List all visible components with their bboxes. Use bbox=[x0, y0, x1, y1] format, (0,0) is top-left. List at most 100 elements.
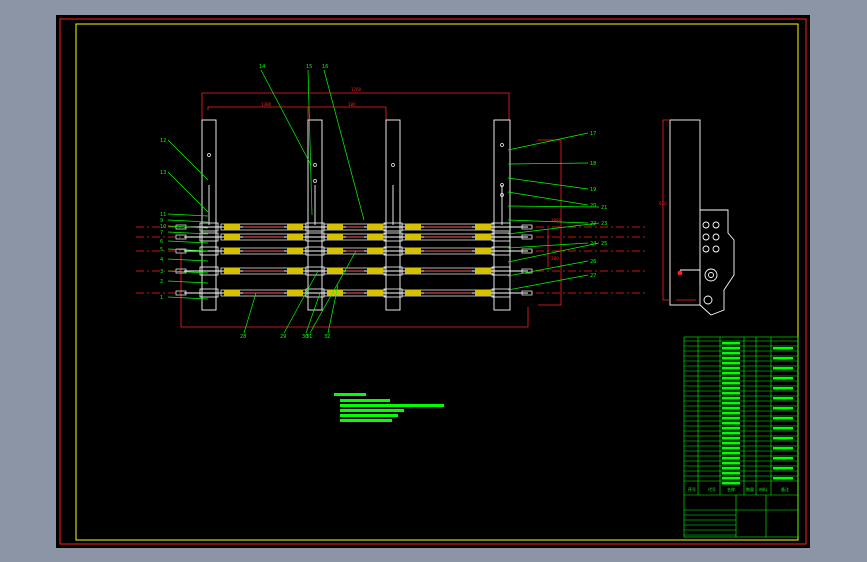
balloon-number: 15 bbox=[306, 64, 312, 70]
rod-end bbox=[175, 290, 187, 296]
table-text-block bbox=[773, 387, 793, 390]
dim-text: 1760 bbox=[351, 87, 362, 92]
insulator-hatch bbox=[224, 248, 240, 254]
table-text-block bbox=[722, 392, 740, 395]
insulator-hatch bbox=[405, 224, 421, 230]
insulator-hatch bbox=[224, 234, 240, 240]
balloon-number: 1 bbox=[160, 295, 163, 301]
balloon-number: 14 bbox=[259, 64, 265, 70]
leader-line bbox=[167, 139, 209, 181]
table-text-block bbox=[722, 407, 740, 410]
clamp bbox=[491, 288, 511, 298]
balloon-number: 24 bbox=[590, 241, 596, 247]
leader-line bbox=[167, 270, 209, 274]
clamp bbox=[199, 232, 219, 242]
parts-table bbox=[683, 336, 799, 538]
balloon-number: 22 bbox=[590, 221, 596, 227]
insulator-hatch bbox=[287, 290, 303, 296]
table-text-block bbox=[722, 397, 740, 400]
table-text-block bbox=[722, 342, 740, 345]
dim-text: 180 bbox=[348, 102, 356, 107]
balloon-number: 13 bbox=[160, 170, 166, 176]
insulator-hatch bbox=[224, 268, 240, 274]
insulator-hatch bbox=[327, 290, 343, 296]
table-header-cell: 数量 bbox=[746, 486, 754, 492]
table-header-cell: 备注 bbox=[781, 486, 789, 492]
clamp bbox=[199, 222, 219, 232]
clamp bbox=[199, 288, 219, 298]
table-text-block bbox=[722, 367, 740, 370]
table-text-block bbox=[722, 362, 740, 365]
clamp bbox=[491, 232, 511, 242]
clamp bbox=[383, 288, 403, 298]
table-text-block bbox=[722, 437, 740, 440]
leader-line bbox=[167, 296, 209, 300]
table-text-block bbox=[722, 452, 740, 455]
balloon-number: 17 bbox=[590, 131, 596, 137]
leader-line bbox=[507, 222, 600, 235]
leader-line bbox=[309, 250, 357, 334]
insulator-hatch bbox=[327, 234, 343, 240]
table-text-block bbox=[722, 472, 740, 475]
table-text-block bbox=[722, 467, 740, 470]
table-text-block bbox=[722, 402, 740, 405]
leader-line bbox=[167, 248, 209, 252]
table-text-block bbox=[722, 347, 740, 350]
leader-line bbox=[167, 171, 209, 213]
leader-line bbox=[167, 213, 209, 217]
balloon-number: 23 bbox=[601, 221, 607, 227]
balloon-number: 2 bbox=[160, 279, 163, 285]
table-text-block bbox=[773, 467, 793, 470]
clamp bbox=[491, 222, 511, 232]
table-text-block bbox=[722, 422, 740, 425]
table-text-block bbox=[722, 417, 740, 420]
balloon-number: 27 bbox=[590, 273, 596, 279]
clamp bbox=[305, 246, 325, 256]
balloon-number: 25 bbox=[601, 241, 607, 247]
cad-drawing: 1760 1380 180 1880 280 610 1213119107654… bbox=[59, 18, 807, 545]
side-view bbox=[669, 119, 735, 316]
insulator-hatch bbox=[287, 248, 303, 254]
balloon-number: 3 bbox=[160, 269, 163, 275]
balloon-number: 11 bbox=[160, 212, 166, 218]
horizontal-rods bbox=[175, 222, 533, 298]
leader-line bbox=[167, 219, 209, 223]
balloon-number: 26 bbox=[590, 259, 596, 265]
table-header-cell: 名称 bbox=[727, 486, 735, 492]
insulator-hatch bbox=[367, 248, 383, 254]
table-header-cell: 序号 bbox=[688, 486, 696, 492]
balloon-number: 4 bbox=[160, 257, 163, 263]
dim-text: 1880 bbox=[551, 218, 562, 223]
rod-end bbox=[521, 268, 533, 274]
balloon-number: 16 bbox=[322, 64, 328, 70]
insulator-hatch bbox=[405, 290, 421, 296]
post-holes bbox=[207, 143, 504, 197]
insulator-hatch bbox=[475, 234, 491, 240]
table-header-cell: 材料 bbox=[759, 486, 767, 492]
balloon-number: 18 bbox=[590, 161, 596, 167]
table-text-block bbox=[773, 417, 793, 420]
clamp bbox=[305, 266, 325, 276]
insulator-hatch bbox=[224, 290, 240, 296]
balloon-number: 31 bbox=[306, 334, 312, 340]
table-text-block bbox=[722, 427, 740, 430]
clamp bbox=[199, 266, 219, 276]
table-text-block bbox=[773, 347, 793, 350]
table-text-block bbox=[722, 457, 740, 460]
clamp bbox=[383, 232, 403, 242]
rod-end bbox=[521, 290, 533, 296]
clamp bbox=[383, 266, 403, 276]
insulator-hatch bbox=[224, 224, 240, 230]
table-text-block bbox=[773, 437, 793, 440]
insulator-hatch bbox=[475, 268, 491, 274]
leader-line bbox=[167, 225, 209, 229]
table-text-block bbox=[722, 377, 740, 380]
rod-end bbox=[521, 248, 533, 254]
insulator-hatch bbox=[287, 224, 303, 230]
rod-end bbox=[521, 234, 533, 240]
balloon-number: 9 bbox=[160, 218, 163, 224]
rod-end bbox=[175, 268, 187, 274]
parts-table-header: 序号 代号 名称 数量 材料 备注 bbox=[688, 486, 789, 492]
table-text-block bbox=[773, 357, 793, 360]
